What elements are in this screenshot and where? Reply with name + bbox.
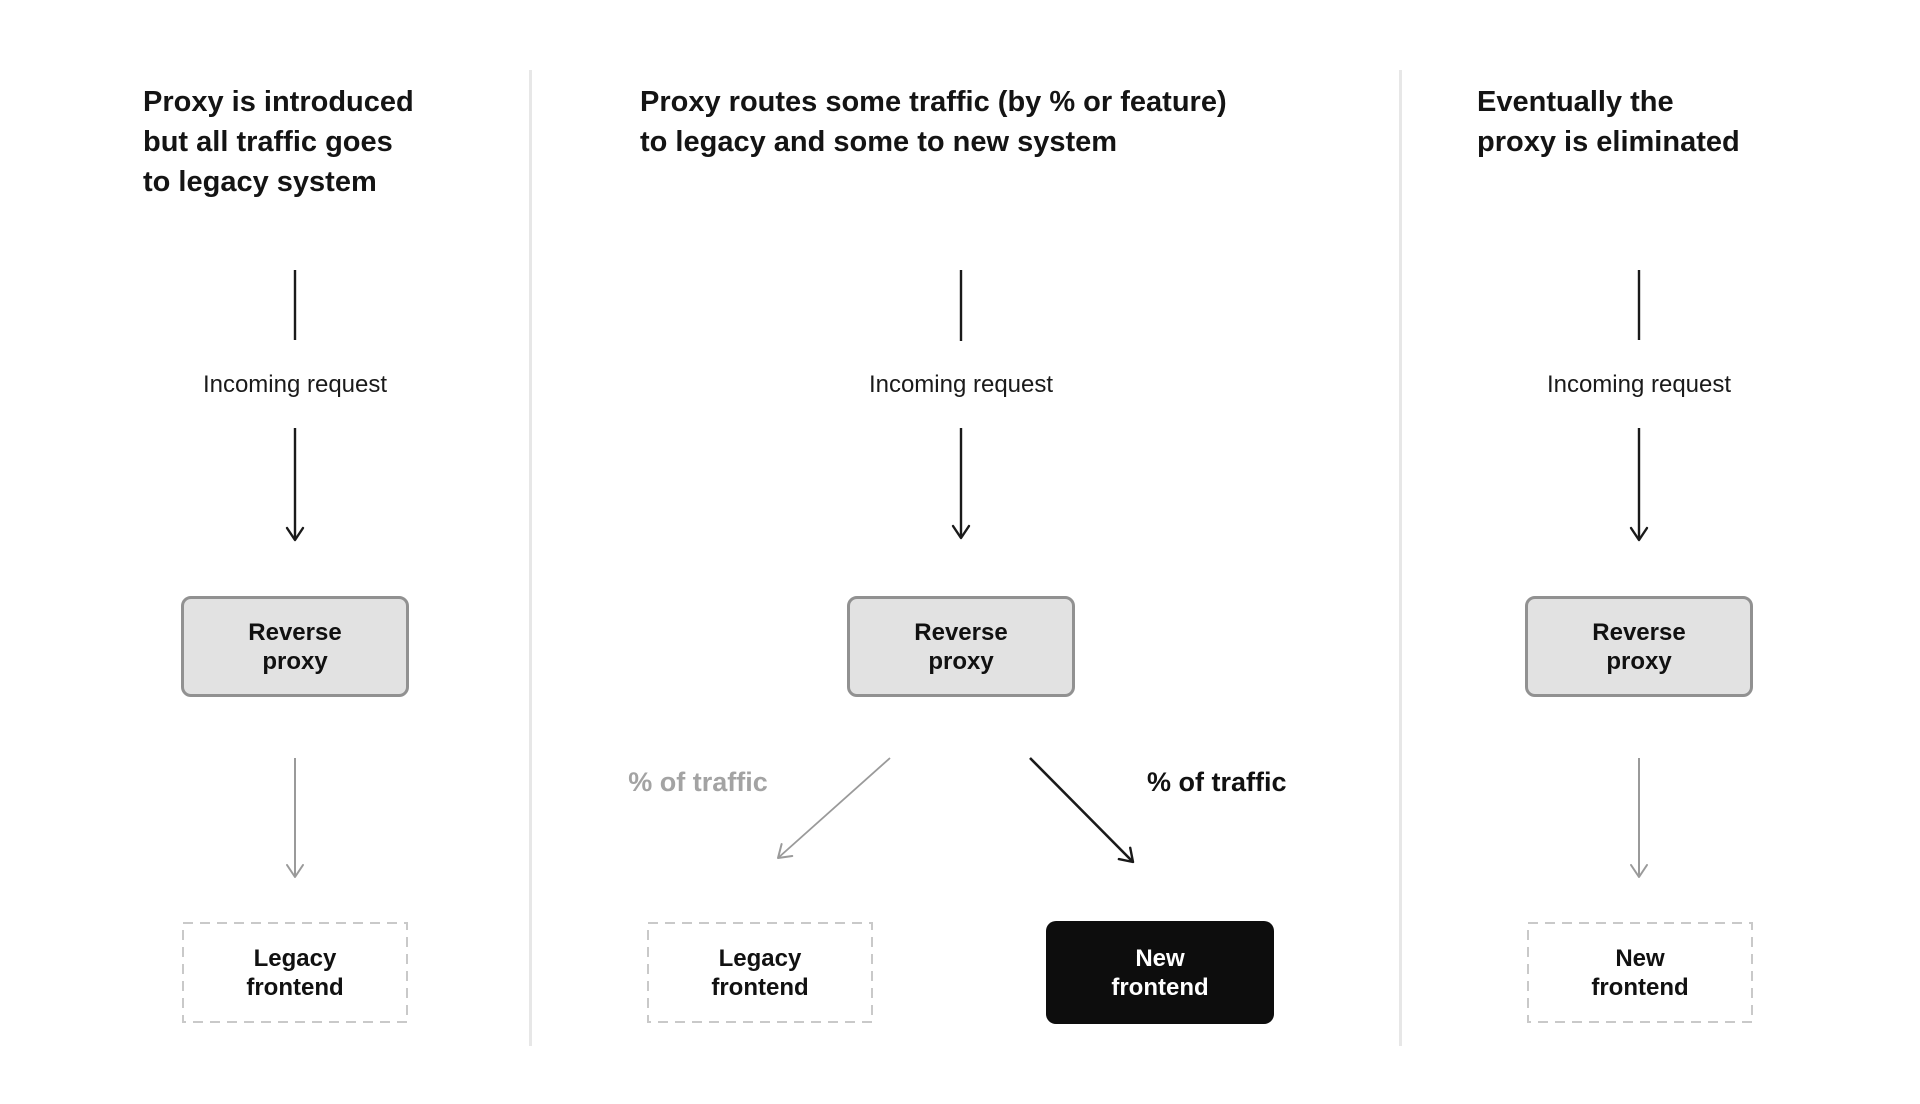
- label-line: frontend: [246, 973, 344, 1001]
- label-line: frontend: [1591, 973, 1689, 1001]
- title-line: Proxy routes some traffic (by % or featu…: [640, 86, 1227, 118]
- incoming-request-label: Incoming request: [202, 371, 388, 398]
- new-frontend-label: New frontend: [1591, 944, 1688, 1002]
- legacy-frontend-label: Legacy frontend: [246, 944, 343, 1002]
- panel-title-stage-2: Proxy routes some traffic (by % or featu…: [640, 82, 1227, 162]
- new-frontend-label: New frontend: [1111, 944, 1208, 1002]
- reverse-proxy-label: Reverse proxy: [1592, 618, 1685, 676]
- label-line: Legacy: [253, 944, 337, 972]
- incoming-request-label: Incoming request: [1546, 371, 1732, 398]
- panel-divider: [1399, 70, 1402, 1046]
- label-line: frontend: [1111, 973, 1209, 1001]
- reverse-proxy-box: Reverse proxy: [181, 596, 409, 697]
- title-line: to legacy and some to new system: [640, 126, 1118, 158]
- legacy-frontend-box: Legacy frontend: [182, 922, 408, 1023]
- dashed-border: [182, 922, 408, 1023]
- title-line: to legacy system: [143, 166, 377, 198]
- label-line: Reverse: [248, 618, 342, 646]
- label-line: proxy: [928, 647, 994, 675]
- legacy-frontend-label: Legacy frontend: [711, 944, 808, 1002]
- reverse-proxy-box: Reverse proxy: [1525, 596, 1753, 697]
- title-line: but all traffic goes: [143, 126, 393, 158]
- label-line: frontend: [711, 973, 809, 1001]
- new-frontend-box: New frontend: [1527, 922, 1753, 1023]
- traffic-percent-label-legacy: % of traffic: [628, 767, 768, 797]
- label-line: Legacy: [718, 944, 802, 972]
- reverse-proxy-label: Reverse proxy: [248, 618, 341, 676]
- panel-title-stage-1: Proxy is introduced but all traffic goes…: [143, 82, 414, 202]
- proxy-to-new-arrow-2: [1029, 757, 1135, 864]
- title-line: proxy is eliminated: [1477, 126, 1740, 158]
- panel-divider: [529, 70, 532, 1046]
- dashed-border: [1527, 922, 1753, 1023]
- legacy-frontend-box: Legacy frontend: [647, 922, 873, 1023]
- proxy-to-legacy-arrow-2: [777, 757, 891, 859]
- traffic-percent-label-new: % of traffic: [1147, 767, 1287, 797]
- label-line: Reverse: [1592, 618, 1686, 646]
- label-line: New: [1615, 944, 1665, 972]
- reverse-proxy-label: Reverse proxy: [914, 618, 1007, 676]
- reverse-proxy-box: Reverse proxy: [847, 596, 1075, 697]
- title-line: Eventually the: [1477, 86, 1674, 118]
- label-line: Reverse: [914, 618, 1008, 646]
- label-line: New: [1135, 944, 1185, 972]
- incoming-request-label: Incoming request: [868, 371, 1054, 398]
- title-line: Proxy is introduced: [143, 86, 414, 118]
- panel-title-stage-3: Eventually the proxy is eliminated: [1477, 82, 1740, 162]
- label-line: proxy: [262, 647, 328, 675]
- new-frontend-box: New frontend: [1046, 921, 1274, 1024]
- dashed-border: [647, 922, 873, 1023]
- label-line: proxy: [1606, 647, 1672, 675]
